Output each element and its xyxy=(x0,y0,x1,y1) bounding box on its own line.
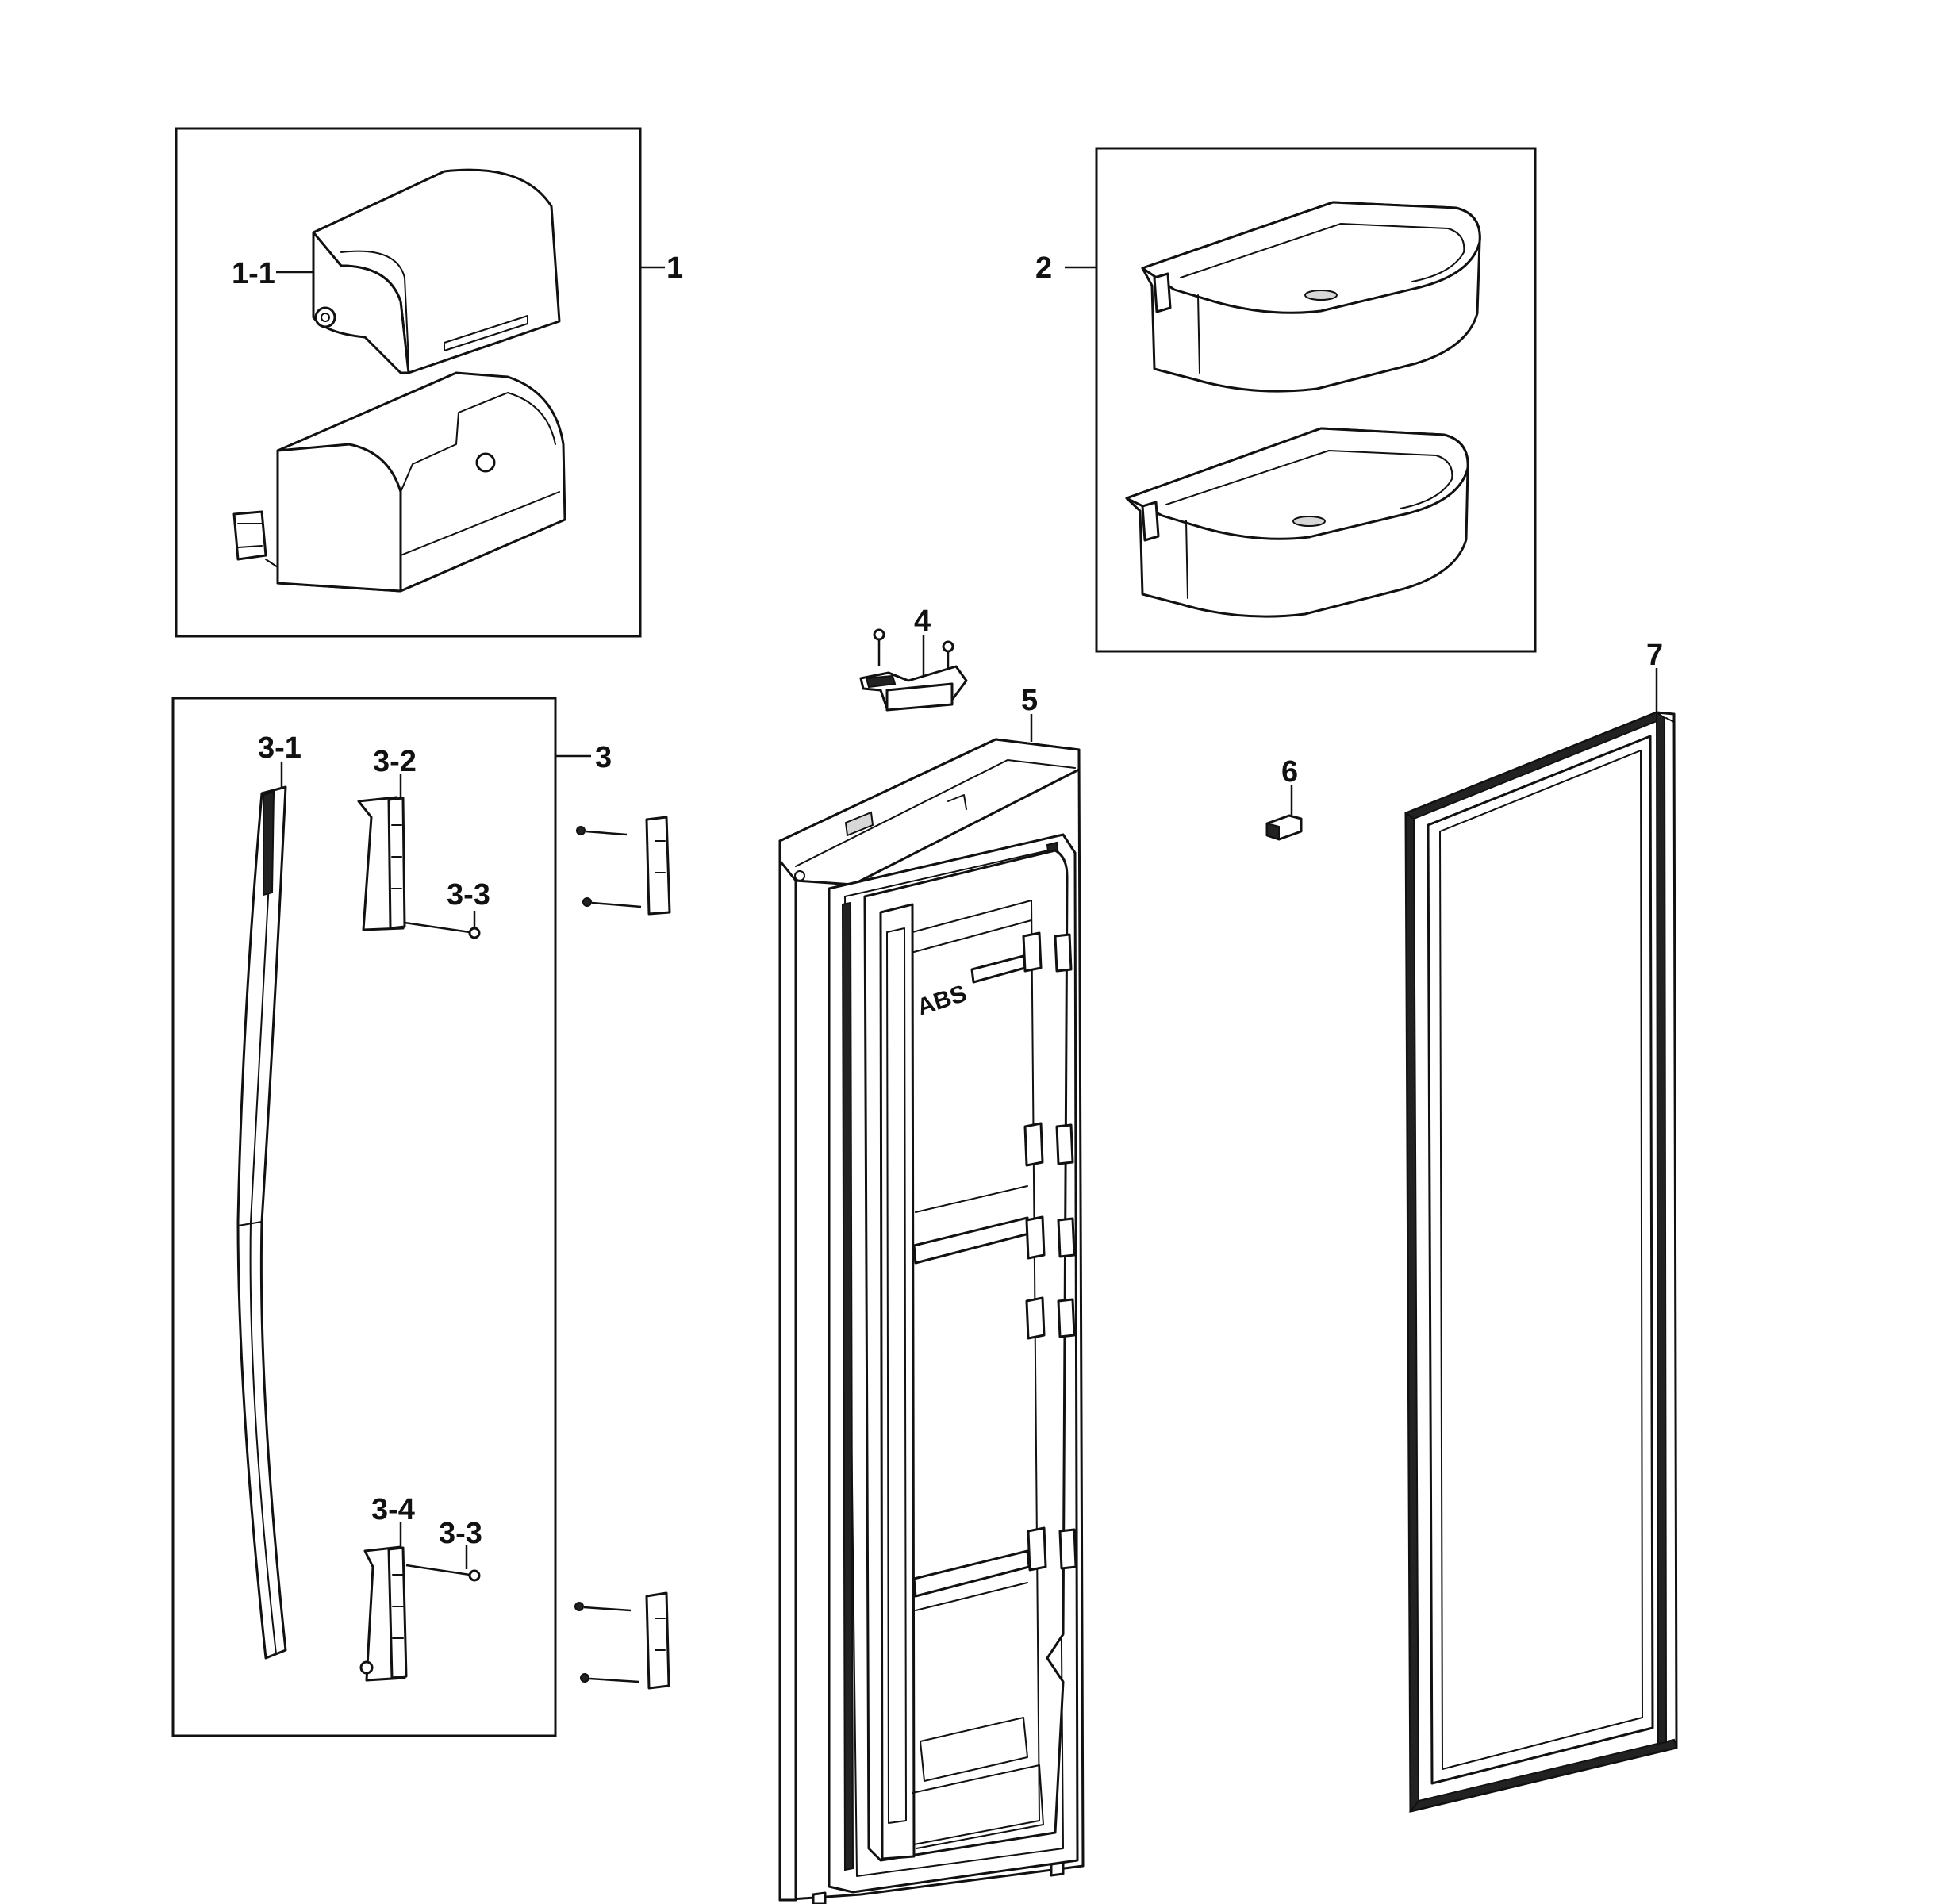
part-3-1-handle-bar xyxy=(236,785,287,1660)
part-4-hinge: 4 xyxy=(859,605,968,712)
part-3-3-screw-upper xyxy=(404,911,481,939)
part-1-1-cover xyxy=(312,168,561,374)
callout-3: 3 xyxy=(595,741,612,774)
callout-6: 6 xyxy=(1281,755,1298,789)
group-2-door-bins: 2 xyxy=(1035,147,1537,653)
group-1-dairy-bin-assembly: 1 1-1 xyxy=(175,127,683,638)
callout-3-2: 3-2 xyxy=(373,745,417,778)
part-5-door: 5 ABS xyxy=(778,684,1085,1904)
callout-2: 2 xyxy=(1035,251,1052,285)
group-1-frame xyxy=(175,127,642,638)
part-2-upper-bin xyxy=(1141,201,1481,393)
callout-7: 7 xyxy=(1646,639,1663,672)
part-1-bin xyxy=(232,371,566,593)
group-3-handle-assembly: 3 3-1 3-2 3-3 xyxy=(171,697,612,1737)
part-7-door-gasket: 7 xyxy=(1403,639,1678,1813)
callout-3-1: 3-1 xyxy=(258,731,301,765)
callout-5: 5 xyxy=(1021,684,1038,717)
part-6-stopper: 6 xyxy=(1265,755,1303,841)
part-3-4-lower-end-cap xyxy=(359,1545,408,1682)
callout-3-4: 3-4 xyxy=(371,1493,415,1526)
part-3-2-upper-end-cap xyxy=(357,796,406,931)
part-2-lower-bin xyxy=(1125,427,1469,618)
group-2-frame xyxy=(1095,147,1537,653)
callout-1: 1 xyxy=(666,251,683,285)
group-3-frame xyxy=(171,697,557,1737)
callout-3-3-lower: 3-3 xyxy=(439,1517,482,1550)
callout-4: 4 xyxy=(914,605,931,638)
handle-mount-brackets xyxy=(574,816,671,1690)
part-3-3-screw-lower xyxy=(405,1545,481,1582)
callout-3-3-upper: 3-3 xyxy=(447,878,490,912)
callout-1-1: 1-1 xyxy=(232,257,275,290)
